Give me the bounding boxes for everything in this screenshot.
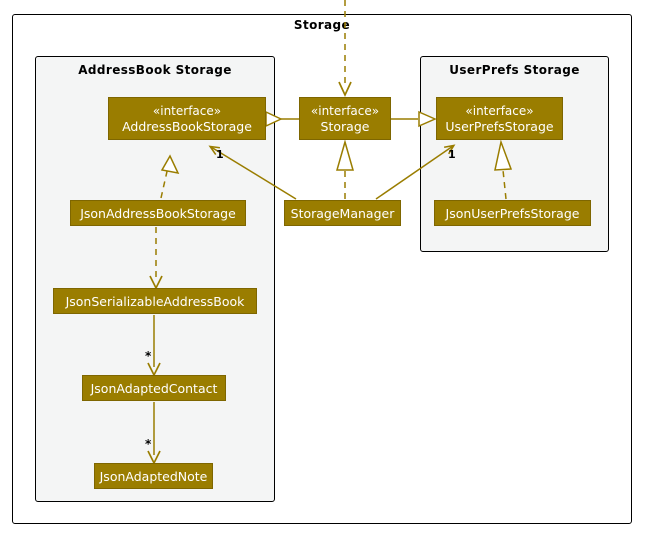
node-jsonadaptedcontact-name: JsonAdaptedContact bbox=[90, 380, 218, 396]
node-userprefsstorage-stereotype: «interface» bbox=[465, 103, 534, 118]
node-storage[interactable]: «interface» Storage bbox=[299, 97, 391, 140]
multiplicity-label-addressbookstorage: 1 bbox=[216, 148, 224, 161]
node-jsonadaptedcontact[interactable]: JsonAdaptedContact bbox=[82, 375, 226, 401]
node-storage-stereotype: «interface» bbox=[310, 103, 380, 118]
edge-storagemanager-to-userprefsstorage bbox=[375, 144, 456, 200]
node-addressbookstorage[interactable]: «interface» AddressBookStorage bbox=[108, 97, 266, 140]
node-storage-name: Storage bbox=[320, 118, 370, 134]
edge-jsonserializableaddressbook-to-jsonadaptedcontact bbox=[147, 315, 161, 377]
node-jsonadaptednote-name: JsonAdaptedNote bbox=[99, 468, 208, 484]
package-storage-title: Storage bbox=[293, 18, 351, 32]
node-storagemanager-name: StorageManager bbox=[290, 205, 395, 221]
node-userprefsstorage-name: UserPrefsStorage bbox=[445, 118, 554, 134]
package-userprefs-storage-title: UserPrefs Storage bbox=[449, 63, 580, 77]
multiplicity-label-userprefsstorage: 1 bbox=[448, 148, 456, 161]
edge-storage-to-addressbookstorage bbox=[265, 110, 299, 128]
node-jsonserializableaddressbook-name: JsonSerializableAddressBook bbox=[65, 293, 245, 309]
node-jsonaddressbookstorage[interactable]: JsonAddressBookStorage bbox=[70, 200, 246, 226]
node-storagemanager[interactable]: StorageManager bbox=[284, 200, 401, 226]
edge-external-to-storage bbox=[338, 0, 352, 98]
multiplicity-label-jsonadaptednote: * bbox=[145, 437, 152, 451]
edge-jsonaddressbookstorage-to-jsonserializableaddressbook bbox=[149, 227, 163, 290]
node-jsonuserprefsstorage[interactable]: JsonUserPrefsStorage bbox=[434, 200, 591, 226]
edge-jsonuserprefsstorage-to-userprefsstorage bbox=[494, 139, 513, 200]
node-addressbookstorage-stereotype: «interface» bbox=[152, 103, 222, 118]
package-addressbook-storage-title: AddressBook Storage bbox=[78, 63, 232, 77]
multiplicity-label-jsonadaptedcontact: * bbox=[145, 349, 152, 363]
node-jsonserializableaddressbook[interactable]: JsonSerializableAddressBook bbox=[53, 288, 257, 314]
node-addressbookstorage-name: AddressBookStorage bbox=[122, 118, 252, 134]
edge-jsonaddressbookstorage-to-addressbookstorage bbox=[160, 154, 180, 199]
node-userprefsstorage[interactable]: «interface» UserPrefsStorage bbox=[436, 97, 563, 140]
edge-storage-to-userprefsstorage bbox=[391, 110, 437, 128]
node-jsonaddressbookstorage-name: JsonAddressBookStorage bbox=[80, 205, 236, 221]
edge-storagemanager-to-addressbookstorage bbox=[208, 145, 297, 200]
edge-storagemanager-to-storage bbox=[336, 139, 354, 199]
edge-jsonadaptedcontact-to-jsonadaptednote bbox=[147, 402, 161, 465]
node-jsonadaptednote[interactable]: JsonAdaptedNote bbox=[94, 463, 213, 489]
node-jsonuserprefsstorage-name: JsonUserPrefsStorage bbox=[445, 205, 580, 221]
